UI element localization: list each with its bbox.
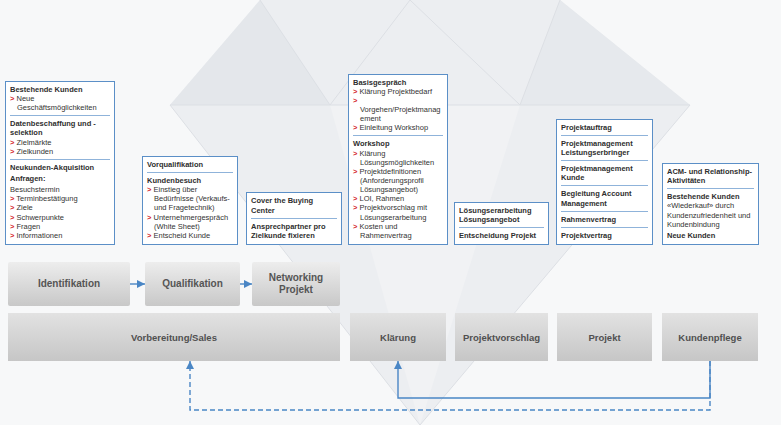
flow-connector xyxy=(130,283,145,284)
box-text: ACM- und Relationship-Aktivitäten xyxy=(667,167,754,185)
info-box: Cover the Buying CenterAnsprechpartner p… xyxy=(246,192,342,245)
bullet-item: > Zielkunden xyxy=(10,147,110,156)
stage-label: Kundenpflege xyxy=(678,332,741,343)
box-text: Vorqualifikation xyxy=(147,160,233,169)
box-text: Ansprechpartner pro Zielkunde fixieren xyxy=(251,218,337,240)
bullet-item: > Terminbestätigung xyxy=(10,194,110,203)
bullet-item: > Ziele xyxy=(10,203,110,212)
phase-bar: Projektvorschlag xyxy=(455,313,548,361)
stage-label: Projekt xyxy=(588,332,620,343)
box-text: Lösungserarbeitung xyxy=(459,206,544,215)
phase-bar: Vorbereitung/Sales xyxy=(8,313,340,361)
stage-label: Vorbereitung/Sales xyxy=(131,332,217,343)
box-text: Projektmanagement Leistungserbringer xyxy=(561,135,648,157)
flow-connector xyxy=(190,361,710,410)
box-text: Kundenbesuch xyxy=(147,172,233,185)
box-text: Lösungsangebot xyxy=(459,215,544,224)
bullet-item: > Klärung Projektbedarf xyxy=(353,87,443,96)
diamond-facet xyxy=(170,0,330,105)
box-text: Anfragen: xyxy=(10,174,110,183)
bullet-item: > Informationen xyxy=(10,231,110,240)
diamond-shape xyxy=(170,0,690,425)
diamond-facet-line xyxy=(260,0,560,105)
stage-box: Qualifikation xyxy=(145,262,240,306)
stage-label: Networking Projekt xyxy=(257,272,335,296)
box-text: Bestehende Kunden xyxy=(10,85,110,94)
bullet-item: > Zielmärkte xyxy=(10,138,110,147)
box-text: Workshop xyxy=(353,135,443,148)
box-text: Rahmenvertrag xyxy=(561,211,648,224)
box-text: Datenbeschaffung und -selektion xyxy=(10,115,110,137)
flow-connector xyxy=(240,283,252,284)
box-text: Besuchstermin xyxy=(10,185,110,194)
info-box: Bestehende Kunden> Neue Geschäftsmöglich… xyxy=(5,81,115,245)
stage-label: Projektvorschlag xyxy=(463,332,540,343)
info-box: LösungserarbeitungLösungsangebotEntschei… xyxy=(454,202,549,245)
bullet-item: > Neue Geschäftsmöglichkeiten xyxy=(10,94,110,112)
phase-bar: Klärung xyxy=(350,313,446,361)
bullet-item: > Unternehmergespräch (White Sheet) xyxy=(147,213,233,231)
stage-label: Klärung xyxy=(380,332,416,343)
box-text: Bestehende Kunden xyxy=(667,188,754,201)
bullet-item: > Projektdefinitionen (Anforderungsprofi… xyxy=(353,167,443,194)
bullet-item: > Schwerpunkte xyxy=(10,213,110,222)
bullet-item: > Klärung Lösungsmöglichkeiten xyxy=(353,149,443,167)
bullet-item: > Kosten und Rahmenvertrag xyxy=(353,222,443,240)
box-text: Begleitung Account Management xyxy=(561,185,648,207)
diamond-facet xyxy=(520,0,690,105)
info-box: ProjektauftragProjektmanagement Leistung… xyxy=(556,119,653,245)
bullet-item: > LOI, Rahmen xyxy=(353,194,443,203)
box-text: Projektvertrag xyxy=(561,227,648,240)
info-box: VorqualifikationKundenbesuch> Einstieg ü… xyxy=(142,156,238,245)
box-text: Neukunden-Akquisition xyxy=(10,159,110,172)
box-text: Neue Kunden xyxy=(667,231,754,240)
bullet-item: > Projektvorschlag mit Lösungserarbeitun… xyxy=(353,203,443,221)
flow-connector xyxy=(398,361,710,398)
info-box: ACM- und Relationship-AktivitätenBestehe… xyxy=(662,163,759,245)
info-box: Basisgespräch> Klärung Projektbedarf> Vo… xyxy=(348,74,448,245)
stage-label: Identifikation xyxy=(38,278,100,290)
bullet-item: > Vorgehen/Projektmanagement xyxy=(353,96,443,123)
phase-bar: Projekt xyxy=(557,313,652,361)
stage-box: Identifikation xyxy=(8,262,130,306)
bullet-item: > Einstieg über Bedürfnisse (Verkaufs- u… xyxy=(147,185,233,212)
box-text: Basisgespräch xyxy=(353,78,443,87)
box-text: Projektauftrag xyxy=(561,123,648,132)
bullet-item: > Einleitung Workshop xyxy=(353,123,443,132)
box-text: Projektmanagement Kunde xyxy=(561,160,648,182)
bullet-item: > Fragen xyxy=(10,222,110,231)
phase-bar: Kundenpflege xyxy=(662,313,758,361)
stage-label: Qualifikation xyxy=(162,278,223,290)
box-text: Entscheidung Projekt xyxy=(459,227,544,240)
stage-box: Networking Projekt xyxy=(252,262,340,306)
box-text: «Wiederkauf» durch Kundenzufriedenheit u… xyxy=(667,201,754,228)
box-text: Cover the Buying Center xyxy=(251,196,337,214)
bullet-item: > Entscheid Kunde xyxy=(147,231,233,240)
